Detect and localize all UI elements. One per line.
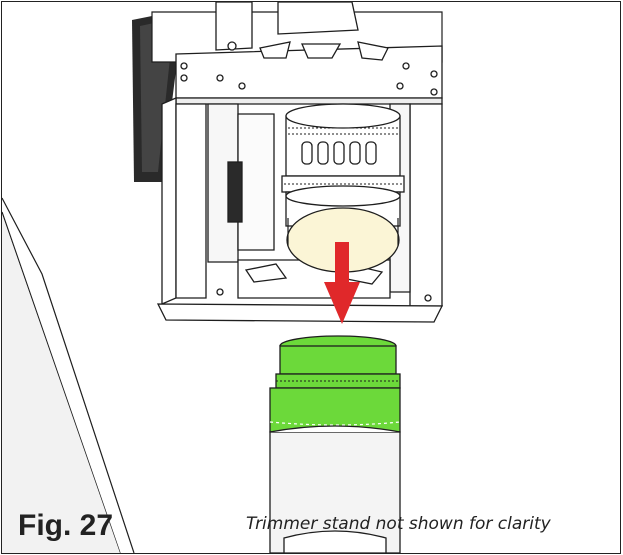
green-adapter xyxy=(269,335,401,433)
housing-frame xyxy=(156,97,444,323)
stand-outline xyxy=(2,197,135,553)
stand-shade xyxy=(2,214,120,553)
figure-caption: Trimmer stand not shown for clarity xyxy=(246,514,551,534)
down-arrow-icon xyxy=(324,242,360,324)
motor-cylinder xyxy=(281,103,405,273)
dust-hose xyxy=(269,425,401,553)
figure-label: Fig. 27 xyxy=(18,509,114,542)
